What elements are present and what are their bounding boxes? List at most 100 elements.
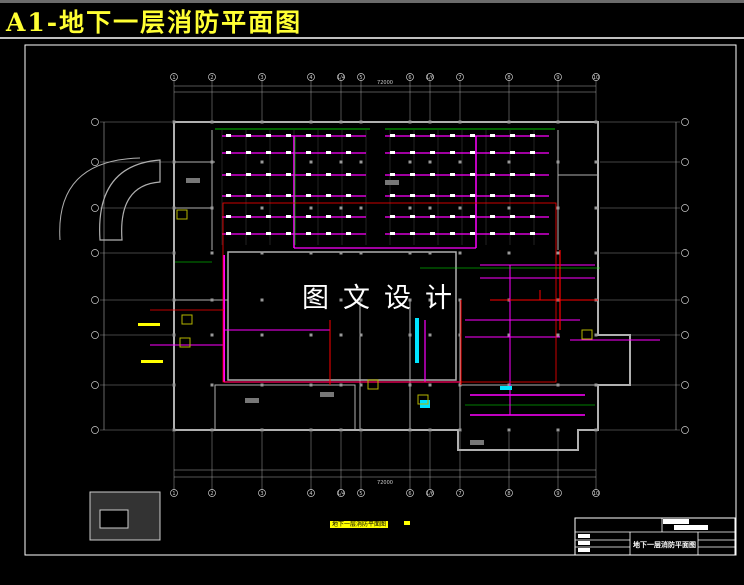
grid-label: 9 bbox=[556, 491, 559, 497]
sprinkler-head bbox=[470, 151, 475, 154]
title-block-label bbox=[663, 519, 689, 524]
structural-column bbox=[309, 160, 313, 164]
sprinkler-head bbox=[390, 151, 395, 154]
grid-label: 10 bbox=[593, 75, 599, 81]
legend-mark bbox=[141, 360, 163, 363]
legend-mark bbox=[138, 323, 160, 326]
scale-mark bbox=[404, 521, 410, 525]
title-block-label bbox=[578, 534, 590, 538]
grid-bubble bbox=[357, 489, 365, 497]
ramp-outline bbox=[99, 159, 161, 241]
grid-bubble bbox=[505, 489, 513, 497]
structural-column bbox=[172, 251, 176, 255]
sprinkler-head bbox=[326, 215, 331, 218]
room-label bbox=[245, 398, 259, 403]
sprinkler-head bbox=[430, 134, 435, 137]
structural-column bbox=[210, 206, 214, 210]
sprinkler-head bbox=[410, 215, 415, 218]
structural-column bbox=[408, 120, 412, 124]
grid-bubble bbox=[208, 489, 216, 497]
structural-column bbox=[458, 160, 462, 164]
structural-column bbox=[172, 383, 176, 387]
structural-column bbox=[339, 120, 343, 124]
sprinkler-head bbox=[286, 232, 291, 235]
hydrant-cabinet bbox=[181, 314, 193, 325]
sprinkler-head bbox=[530, 215, 535, 218]
grid-bubble bbox=[91, 118, 99, 126]
grid-label: 6 bbox=[408, 75, 411, 81]
structural-column bbox=[260, 333, 264, 337]
sprinkler-head bbox=[226, 151, 231, 154]
structural-column bbox=[210, 120, 214, 124]
grid-bubble bbox=[91, 381, 99, 389]
grid-bubble bbox=[337, 489, 345, 497]
sprinkler-head bbox=[490, 134, 495, 137]
sprinkler-head bbox=[470, 215, 475, 218]
structural-column bbox=[210, 298, 214, 302]
sprinkler-head bbox=[390, 173, 395, 176]
stair-detail-inner bbox=[99, 509, 129, 529]
grid-label: 1 bbox=[172, 491, 175, 497]
hydrant-cabinet bbox=[581, 329, 593, 340]
sprinkler-head bbox=[490, 194, 495, 197]
structural-column bbox=[556, 428, 560, 432]
sprinkler-head bbox=[226, 194, 231, 197]
sprinkler-head bbox=[306, 151, 311, 154]
sprinkler-head bbox=[530, 173, 535, 176]
sprinkler-head bbox=[530, 134, 535, 137]
overall-dimension: 72000 bbox=[377, 480, 393, 486]
structural-column bbox=[260, 206, 264, 210]
structural-column bbox=[172, 333, 176, 337]
sprinkler-head bbox=[346, 215, 351, 218]
structural-column bbox=[210, 333, 214, 337]
structural-column bbox=[594, 206, 598, 210]
sprinkler-head bbox=[246, 134, 251, 137]
sprinkler-head bbox=[286, 173, 291, 176]
sprinkler-head bbox=[490, 215, 495, 218]
sprinkler-head bbox=[390, 232, 395, 235]
hydrant-cabinet bbox=[367, 379, 379, 390]
grid-bubble bbox=[456, 73, 464, 81]
sprinkler-head bbox=[470, 173, 475, 176]
grid-bubble bbox=[426, 73, 434, 81]
room-label bbox=[186, 178, 200, 183]
grid-bubble bbox=[91, 158, 99, 166]
structural-column bbox=[359, 428, 363, 432]
structural-column bbox=[428, 120, 432, 124]
exterior-wall bbox=[173, 121, 631, 451]
structural-column bbox=[359, 333, 363, 337]
grid-label: 7 bbox=[458, 491, 461, 497]
structural-column bbox=[594, 333, 598, 337]
structural-column bbox=[309, 120, 313, 124]
cyan-equipment bbox=[415, 318, 419, 363]
grid-bubble bbox=[307, 489, 315, 497]
sprinkler-head bbox=[410, 151, 415, 154]
structural-column bbox=[458, 333, 462, 337]
drawing-title: A1-地下一层消防平面图 bbox=[6, 8, 303, 37]
structural-column bbox=[339, 298, 343, 302]
structural-column bbox=[507, 333, 511, 337]
hydrant-cabinet bbox=[179, 337, 191, 348]
structural-column bbox=[260, 120, 264, 124]
grid-label: 1 bbox=[172, 75, 175, 81]
grid-label: 4 bbox=[309, 491, 312, 497]
grid-bubble bbox=[681, 204, 689, 212]
sprinkler-head bbox=[246, 215, 251, 218]
grid-bubble bbox=[554, 489, 562, 497]
structural-column bbox=[309, 383, 313, 387]
room-label bbox=[320, 392, 334, 397]
sprinkler-head bbox=[430, 194, 435, 197]
structural-column bbox=[556, 206, 560, 210]
title-block-label bbox=[578, 541, 590, 545]
grid-bubble bbox=[170, 489, 178, 497]
grid-label: 1/4 bbox=[337, 491, 345, 497]
sprinkler-head bbox=[306, 194, 311, 197]
structural-column bbox=[359, 298, 363, 302]
grid-label: 5 bbox=[359, 491, 362, 497]
structural-column bbox=[339, 333, 343, 337]
grid-label: 10 bbox=[593, 491, 599, 497]
sprinkler-head bbox=[470, 134, 475, 137]
structural-column bbox=[309, 428, 313, 432]
sprinkler-head bbox=[510, 232, 515, 235]
